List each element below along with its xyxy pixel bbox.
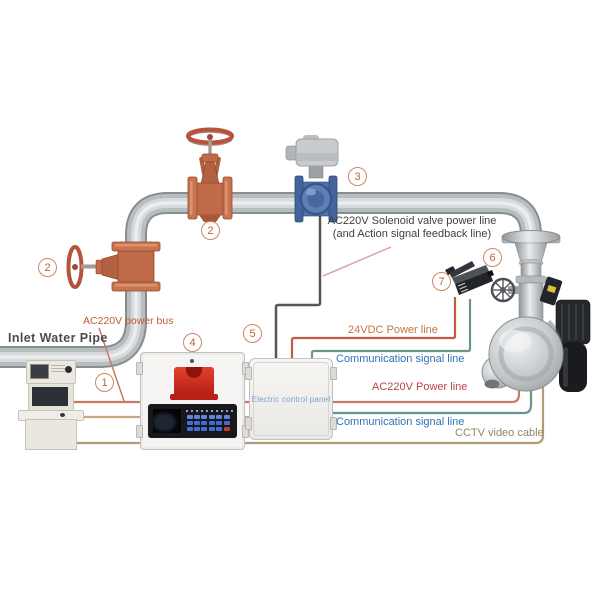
ac220-power-label: AC220V Power line [372, 381, 468, 393]
controller-keypad [186, 410, 234, 433]
water-pipe [0, 192, 542, 368]
dc24-power-label: 24VDC Power line [348, 324, 438, 336]
gate-valve-lower [66, 241, 161, 292]
alarm-control-box [136, 352, 249, 450]
callout-3-flow-valve: 3 [348, 167, 367, 186]
ac220-power-bus-wire [60, 350, 521, 404]
mount-tab [330, 417, 337, 430]
power-bus-label: AC220V power bus [83, 315, 174, 327]
electric-control-panel: Electric control panel [245, 358, 337, 440]
mount-tab [136, 425, 143, 438]
console-instrument-unit [26, 360, 76, 384]
comm-signal-label-top: Communication signal line [336, 353, 465, 365]
mount-tab [245, 367, 252, 380]
callout-5-control-panel: 5 [243, 324, 262, 343]
console-indicator-rows [51, 365, 65, 373]
comm-signal-label-bottom: Communication signal line [336, 416, 465, 428]
callout-4-alarm-box: 4 [183, 333, 202, 352]
gate-valve-upper [186, 127, 234, 222]
solenoid-wire-label-line2: (and Action signal feedback line) [332, 228, 492, 240]
solenoid-wire-label-line1: AC220V Solenoid valve power line [327, 215, 497, 227]
callout-7-camera: 7 [432, 272, 451, 291]
comm-signal-wire-top [310, 299, 472, 361]
callout-2-valve-lower: 2 [38, 258, 57, 277]
controller-display [153, 409, 181, 433]
callout-1-console: 1 [95, 373, 114, 392]
mount-tab [330, 367, 337, 380]
keypad-keys [186, 414, 234, 432]
console-mouse [60, 413, 65, 417]
callout-6-fire-monitor: 6 [483, 248, 502, 267]
solenoid-label-leader-line [322, 246, 392, 277]
comm-signal-wire-bottom [330, 350, 533, 415]
console-pedestal [25, 419, 77, 450]
panel-label: Electric control panel [251, 394, 331, 404]
status-led [190, 359, 194, 363]
cctv-cable-label: CCTV video cable [455, 427, 544, 439]
controller-faceplate [148, 404, 237, 438]
mount-tab [245, 417, 252, 430]
fire-monitor-pump [481, 230, 591, 392]
dc24-power-wire [290, 297, 457, 361]
keypad-legend [186, 410, 234, 412]
inlet-water-pipe-label: Inlet Water Pipe [8, 331, 108, 345]
mount-tab [136, 362, 143, 375]
solenoid-flow-valve [285, 135, 339, 223]
console-mini-display [30, 364, 49, 379]
console-knob [65, 366, 72, 373]
panel-door [253, 362, 329, 436]
alarm-beacon-base [170, 394, 218, 400]
callout-2-valve-upper: 2 [201, 221, 220, 240]
solenoid-wire-label: AC220V Solenoid valve power line (and Ac… [326, 215, 498, 241]
cctv-camera [445, 261, 494, 295]
alarm-beacon-slot [186, 367, 202, 378]
cctv-video-wire [60, 350, 545, 445]
solenoid-valve-wire [274, 212, 322, 361]
power-bus-leader-line [98, 327, 125, 402]
console-monitor [28, 383, 74, 412]
console-screen [32, 387, 68, 406]
operator-console [18, 358, 84, 450]
alarm-beacon-icon [170, 367, 218, 400]
